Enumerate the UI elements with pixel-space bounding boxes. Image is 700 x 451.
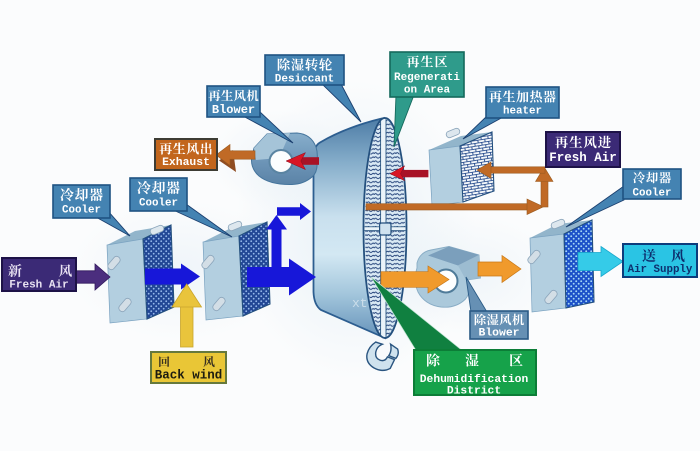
svg-text:Regenerati: Regenerati bbox=[394, 72, 460, 84]
svg-text:heater: heater bbox=[503, 106, 542, 118]
svg-text:xt: xt bbox=[352, 296, 368, 311]
svg-text:Exhaust: Exhaust bbox=[162, 157, 210, 169]
svg-text:Cooler: Cooler bbox=[62, 205, 101, 217]
svg-text:Blower: Blower bbox=[478, 328, 519, 340]
svg-text:Back wind: Back wind bbox=[155, 369, 223, 383]
svg-text:Desiccant: Desiccant bbox=[275, 74, 334, 86]
svg-text:Air Supply: Air Supply bbox=[628, 264, 693, 276]
svg-text:Dehumidification: Dehumidification bbox=[420, 374, 529, 386]
svg-text:Cooler: Cooler bbox=[633, 188, 672, 200]
svg-text:Cooler: Cooler bbox=[139, 198, 178, 210]
svg-text:Fresh Air: Fresh Air bbox=[9, 280, 68, 292]
svg-text:Fresh Air: Fresh Air bbox=[549, 151, 617, 165]
svg-text:Blower: Blower bbox=[212, 103, 255, 117]
svg-text:on Area: on Area bbox=[404, 85, 451, 97]
svg-text:District: District bbox=[447, 386, 501, 398]
